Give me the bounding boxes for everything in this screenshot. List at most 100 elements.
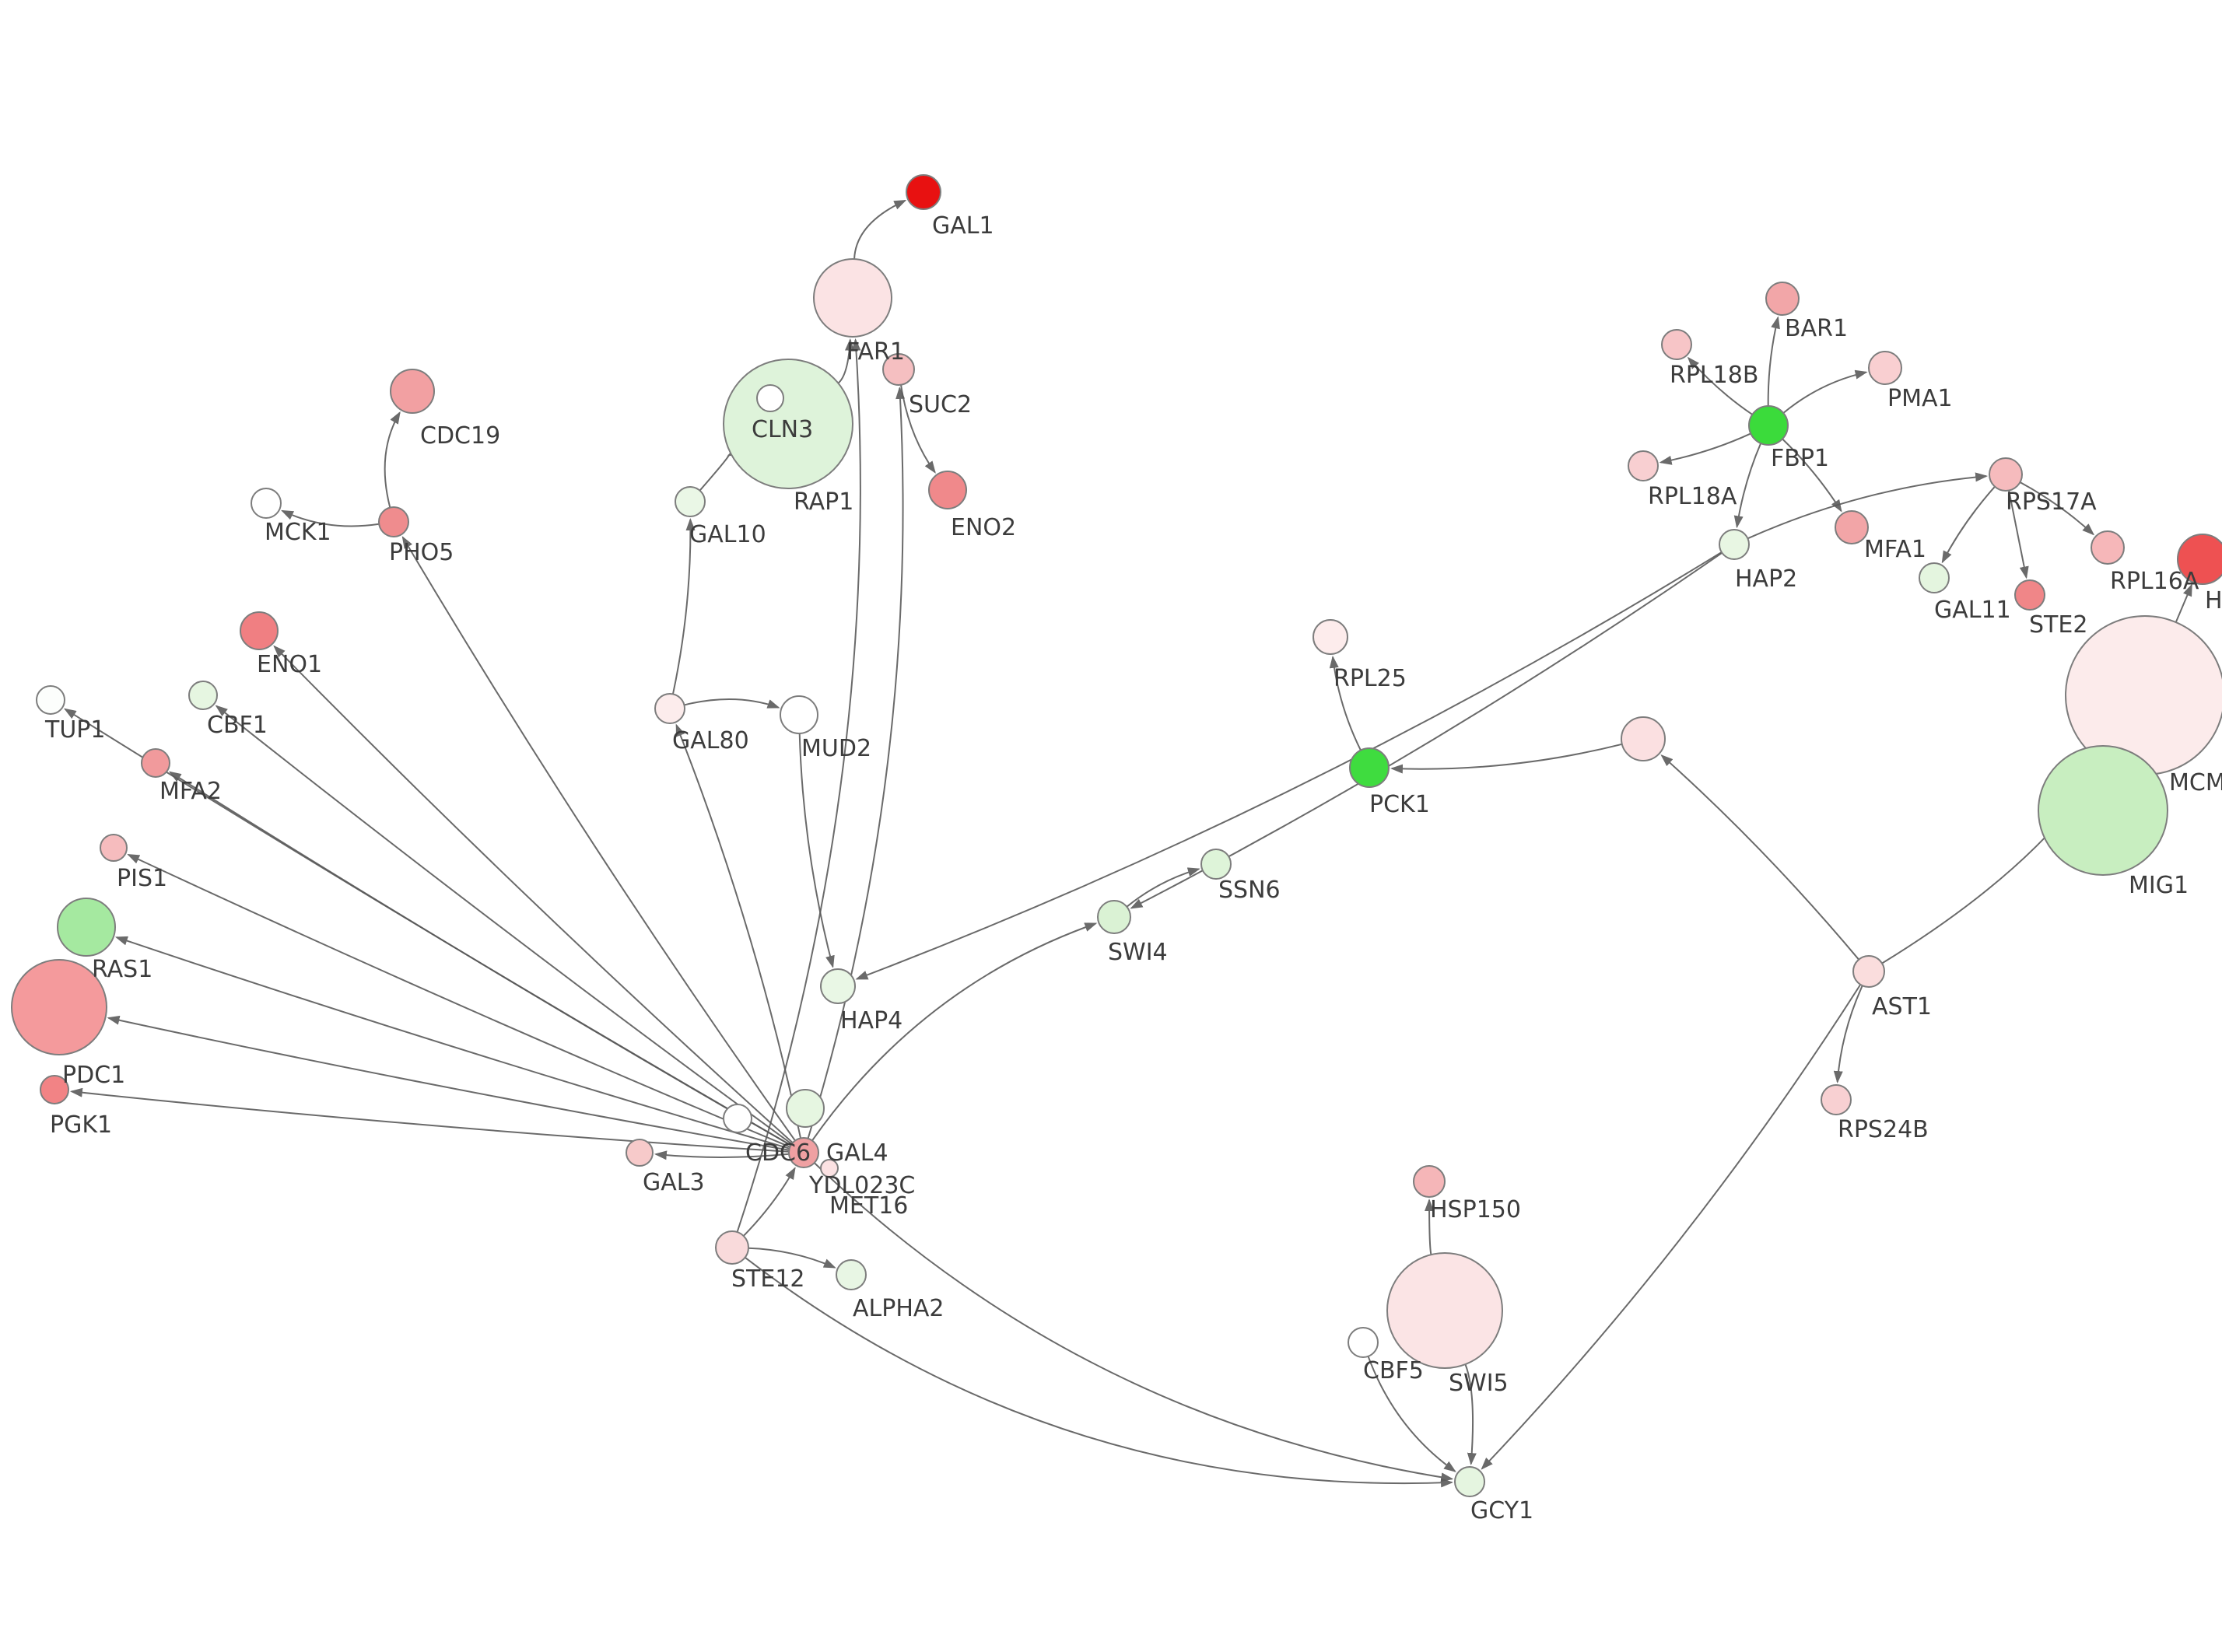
edge-SWI5-GCY1[interactable] — [1464, 1363, 1477, 1466]
node-CBF5[interactable] — [1348, 1327, 1379, 1358]
node-SUC2[interactable] — [882, 353, 915, 386]
node-MFA1[interactable] — [1835, 510, 1869, 544]
edge-FBP1-RPL18B[interactable] — [1687, 356, 1753, 415]
node-PDC1[interactable] — [11, 959, 107, 1055]
node-CDC6[interactable] — [786, 1089, 825, 1128]
edge-STE12-ALPHA2[interactable] — [748, 1247, 836, 1269]
node-FAR1[interactable] — [813, 258, 892, 338]
edge-PHO5-CDC19[interactable] — [384, 411, 401, 508]
node-RPS24B[interactable] — [1821, 1084, 1852, 1115]
node-CDC19[interactable] — [390, 369, 435, 414]
edge-GAL4-SWI4[interactable] — [811, 922, 1098, 1142]
node-PCK1[interactable] — [1349, 747, 1390, 788]
edge-FBP1-HAP2[interactable] — [1733, 443, 1762, 529]
node-GAL3[interactable] — [626, 1139, 654, 1167]
node-RPL16A[interactable] — [2091, 530, 2125, 565]
node-HAP2[interactable] — [1719, 529, 1750, 560]
node-CBF1[interactable] — [188, 681, 218, 710]
node-RPL18B[interactable] — [1661, 329, 1692, 360]
node-STE12[interactable] — [715, 1230, 749, 1265]
edge-GAL4-ENO1[interactable] — [273, 645, 794, 1144]
node-HSP150[interactable] — [1413, 1165, 1446, 1198]
edge-AST1-unlabeled-1[interactable] — [1660, 754, 1859, 961]
edge-GAL10-CLN3[interactable] — [699, 446, 741, 492]
node-PIS1[interactable] — [100, 834, 128, 862]
edge-RPS17A-GAL11[interactable] — [1941, 486, 1996, 564]
edge-GAL4-SUC2[interactable] — [807, 386, 906, 1139]
edge-GAL4-RAS1[interactable] — [114, 936, 790, 1150]
edge-FBP1-RPL18A[interactable] — [1659, 432, 1751, 465]
node-HIS4[interactable] — [2177, 534, 2222, 585]
node-AST1[interactable] — [1852, 955, 1885, 988]
node-PGK1[interactable] — [40, 1075, 69, 1104]
node-label-GAL3: GAL3 — [643, 1169, 705, 1196]
node-ALPHA2[interactable] — [836, 1259, 867, 1290]
node-unlabeled-1[interactable] — [1621, 716, 1666, 761]
node-PMA1[interactable] — [1868, 351, 1902, 385]
node-GAL11[interactable] — [1919, 562, 1950, 593]
node-SSN6[interactable] — [1200, 849, 1232, 880]
node-label-CBF5: CBF5 — [1363, 1357, 1424, 1384]
edge-AST1-RPS24B[interactable] — [1833, 985, 1863, 1084]
node-SWI4[interactable] — [1097, 900, 1131, 934]
edge-MUD2-HAP4[interactable] — [798, 733, 835, 968]
edge-PCK1-RPL25[interactable] — [1329, 655, 1362, 751]
node-GCY1[interactable] — [1454, 1466, 1485, 1497]
edge-GAL4-GAL3[interactable] — [654, 1150, 790, 1160]
node-GAL10[interactable] — [675, 486, 706, 517]
edge-CBF5-GCY1[interactable] — [1367, 1356, 1456, 1472]
edge-GAL4-PIS1[interactable] — [127, 853, 790, 1148]
edge-RPS17A-STE2[interactable] — [2008, 490, 2029, 579]
edge-PHO5-MCK1[interactable] — [281, 509, 380, 527]
edge-HAP2-RPS17A[interactable] — [1747, 472, 1989, 540]
edge-GAL80-MUD2[interactable] — [684, 698, 780, 709]
edge-RPS17A-RPL16A[interactable] — [2019, 481, 2095, 536]
edge-GAL4-PGK1[interactable] — [69, 1087, 790, 1153]
edge-HAP2-HAP4[interactable] — [855, 551, 1723, 980]
node-RPS17A[interactable] — [1989, 457, 2023, 492]
node-GAL4[interactable] — [788, 1137, 819, 1168]
edge-FBP1-MFA1[interactable] — [1782, 438, 1842, 513]
node-RPL25[interactable] — [1313, 619, 1348, 655]
node-MFA2[interactable] — [141, 748, 170, 778]
edge-CLN3-FAR1[interactable] — [837, 338, 854, 384]
edge-GAL4-GCY1[interactable] — [814, 1162, 1454, 1482]
edge-FAR1-GAL1[interactable] — [853, 199, 907, 260]
edge-unlabeled-1-PCK1[interactable] — [1390, 743, 1623, 774]
edge-GAL4-PDC1[interactable] — [107, 1015, 790, 1151]
edge-STE12-GCY1[interactable] — [745, 1256, 1454, 1488]
edge-STE12-GAL4[interactable] — [742, 1167, 796, 1237]
node-ENO1[interactable] — [240, 611, 279, 650]
edge-GAL4-GAL80[interactable] — [675, 723, 802, 1139]
node-ENO2[interactable] — [928, 471, 967, 509]
node-GAL80[interactable] — [654, 693, 685, 724]
edge-FBP1-BAR1[interactable] — [1767, 316, 1780, 407]
node-MIG1[interactable] — [2038, 745, 2168, 876]
node-MCK1[interactable] — [251, 488, 282, 519]
node-YDL023C[interactable] — [723, 1104, 752, 1133]
node-MUD2[interactable] — [780, 695, 818, 734]
node-RAS1[interactable] — [57, 898, 116, 957]
edge-GAL4-MFA2[interactable] — [168, 771, 792, 1146]
node-STE2[interactable] — [2014, 579, 2045, 611]
edge-STE12-FAR1[interactable] — [736, 338, 861, 1233]
edge-GAL4-PHO5[interactable] — [401, 536, 796, 1142]
edge-AST1-GCY1[interactable] — [1481, 984, 1862, 1470]
node-SWI5[interactable] — [1386, 1252, 1503, 1369]
node-BAR1[interactable] — [1765, 282, 1800, 316]
node-TUP1[interactable] — [36, 685, 65, 715]
node-HAP4[interactable] — [820, 968, 856, 1004]
edge-GAL80-GAL10[interactable] — [671, 517, 696, 695]
edge-GAL4-CBF1[interactable] — [215, 705, 793, 1145]
edge-SWI5-HSP150[interactable] — [1425, 1199, 1435, 1255]
node-RAP1[interactable] — [756, 384, 784, 412]
edge-FBP1-PMA1[interactable] — [1782, 369, 1868, 414]
node-RPL18A[interactable] — [1628, 450, 1659, 481]
node-MET16[interactable] — [820, 1159, 839, 1178]
node-CLN3[interactable] — [723, 359, 853, 489]
node-FBP1[interactable] — [1748, 405, 1789, 446]
node-GAL1[interactable] — [906, 174, 941, 210]
node-PHO5[interactable] — [378, 506, 409, 537]
